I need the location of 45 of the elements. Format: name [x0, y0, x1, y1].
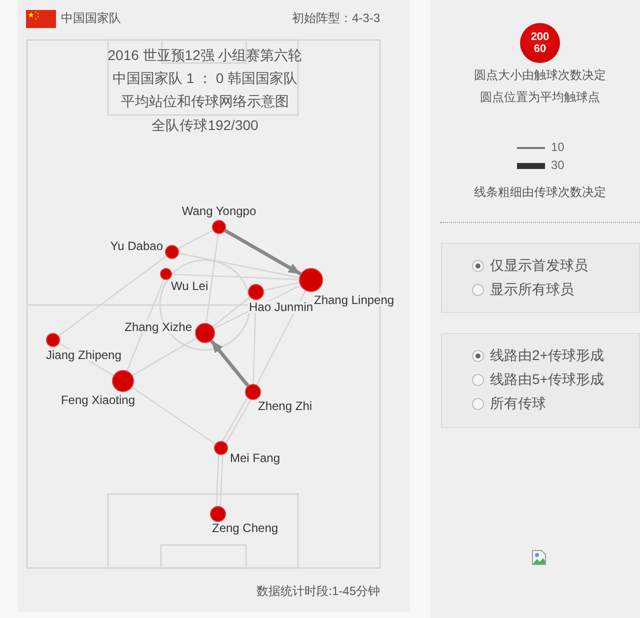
player-name: Feng Xiaoting [60, 394, 136, 406]
radio-option: 仅显示首发球员 [472, 254, 588, 278]
pass-line [178, 252, 300, 278]
pass-line [256, 290, 306, 386]
player-name: Mei Fang [229, 452, 282, 464]
pass-line [58, 256, 167, 336]
pass-line [132, 338, 197, 376]
pass-count-text: 全队传球192/300 [152, 117, 258, 134]
score-text: 中国国家队 1 ： 0 韩国国家队 [112, 70, 298, 87]
legend-note: 圆点位置为平均触球点 [480, 90, 600, 104]
radio-option: 线路由2+传球形成 [472, 344, 604, 368]
radio-option: 所有传球 [472, 392, 546, 416]
radio-option: 显示所有球员 [472, 278, 574, 302]
pass-line [132, 386, 216, 445]
pass-line [126, 279, 164, 372]
player-name: Yu Dabao [109, 240, 164, 252]
pass-line [172, 274, 300, 280]
legend-text: 10 [551, 140, 564, 154]
player-name: Zeng Cheng [211, 522, 280, 534]
legend-note: 圆点大小由触球次数决定 [474, 68, 606, 82]
player-name: Jiang Zhipeng [45, 349, 122, 361]
legend-value: 60 [534, 43, 546, 55]
player-name: Wu Lei [170, 280, 210, 292]
pass-arrow [210, 340, 250, 387]
legend-note: 线条粗细由传球次数决定 [474, 185, 606, 200]
pass-line [264, 282, 300, 291]
subtitle: 平均站位和传球网络示意图 [121, 93, 289, 110]
pass-line [212, 296, 250, 328]
chart-title: 2016 世亚预12强 小组赛第六轮 [108, 47, 302, 64]
legend-value: 200 [530, 31, 550, 43]
player-name: Zhang Linpeng [313, 294, 396, 306]
player-name: Hao Junmin [248, 301, 314, 313]
team-name: 中国国家队 [61, 11, 121, 26]
radio-option: 线路由5+传球形成 [472, 368, 604, 392]
formation-text: 初始阵型：4-3-3 [292, 11, 380, 26]
legend-text: 30 [551, 158, 564, 172]
player-name: Zheng Zhi [257, 400, 314, 412]
player-name: Zhang Xizhe [124, 321, 193, 333]
pass-line [178, 230, 214, 250]
player-name: Wang Yongpo [180, 205, 258, 217]
option-panel [441, 243, 640, 313]
option-panel [441, 333, 640, 428]
time-period-note: 数据统计时段:1-45分钟 [256, 584, 380, 598]
pass-arrow [224, 228, 302, 276]
pass-line [206, 234, 219, 324]
